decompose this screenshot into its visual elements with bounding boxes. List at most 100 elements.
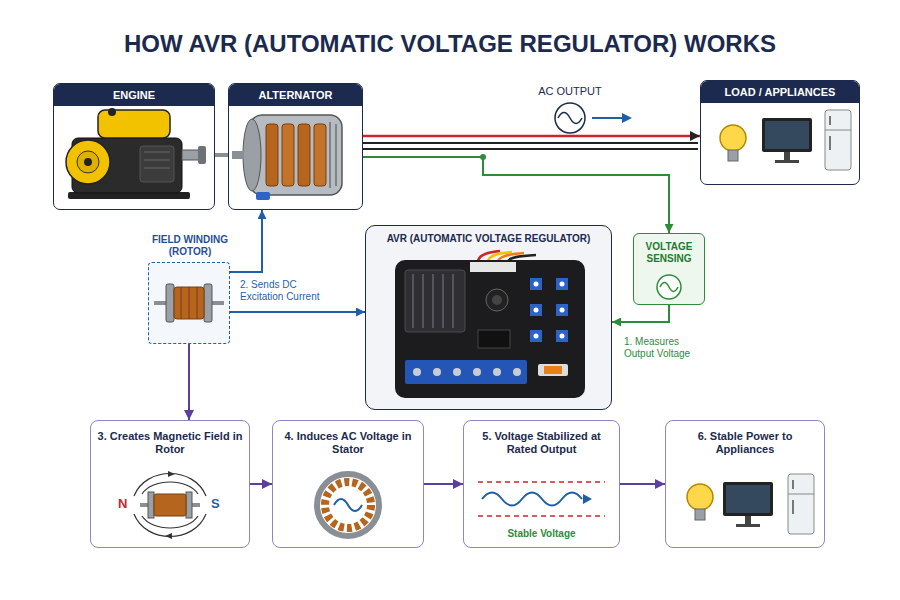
appliance-icons-part <box>765 121 809 149</box>
avr-board-illustration-part <box>493 368 501 376</box>
node-title: ENGINE <box>54 84 214 106</box>
avr-board-illustration-part <box>413 368 421 376</box>
avr-board-illustration <box>395 251 585 398</box>
appliance-icons-part <box>720 125 746 151</box>
alternator-illustration-part <box>250 115 342 195</box>
alternator-illustration-part <box>282 124 294 186</box>
stator-illustration-part <box>317 474 379 536</box>
appliance-icons-part <box>829 136 831 150</box>
connector-arrow <box>230 210 262 272</box>
component-box: ENGINE <box>53 83 215 210</box>
rotor-illustration-part <box>166 284 174 322</box>
alternator-illustration-part <box>266 124 278 186</box>
node-title: 4. Induces AC Voltage in Stator <box>273 430 423 456</box>
connector-arrow <box>215 153 228 157</box>
avr-board-illustration-part <box>478 330 510 348</box>
engine-illustration-part <box>198 146 206 164</box>
magnetic-field-illustration-part <box>154 494 186 516</box>
node-title: VOLTAGE SENSING <box>634 241 704 265</box>
avr-board-illustration-part <box>432 274 434 328</box>
appliance-icons-part <box>788 494 814 495</box>
node-title: FIELD WINDING (ROTOR) <box>137 234 243 258</box>
engine-illustration-part <box>182 150 200 160</box>
stable-voltage-graph-part <box>478 481 605 483</box>
magnetic-field-illustration-part <box>168 471 175 477</box>
node-title: AVR (AUTOMATIC VOLTAGE REGULATOR) <box>366 233 611 245</box>
appliance-icons-part <box>825 110 851 170</box>
engine-illustration <box>66 108 206 199</box>
rotor-illustration-part <box>181 287 182 319</box>
stable-voltage-graph-part <box>482 493 582 506</box>
alternator-illustration-part <box>298 124 310 186</box>
appliance-icons-part <box>728 150 738 161</box>
appliance-icons-part <box>825 130 851 131</box>
magnetic-field-illustration-part <box>165 533 172 539</box>
appliance-icons-part <box>775 160 799 163</box>
stable-voltage-graph-part <box>583 494 592 504</box>
stable-voltage-graph <box>478 482 605 516</box>
magnetic-field-illustration-part <box>134 474 206 497</box>
magnetic-field-illustration-part <box>134 514 206 537</box>
edge-label: 1. Measures Output Voltage <box>622 336 712 360</box>
avr-board-illustration-part <box>453 368 461 376</box>
box-fill <box>148 225 705 410</box>
avr-board-illustration-part <box>534 282 539 287</box>
avr-board-illustration-part <box>534 308 539 313</box>
appliance-icons-part <box>792 480 794 489</box>
avr-board-illustration-part <box>486 289 508 311</box>
node-title: 5. Voltage Stabilized at Rated Output <box>464 430 619 456</box>
sensing-symbol <box>657 275 681 299</box>
avr-board-illustration-part <box>538 364 568 376</box>
ac-source-symbol-part <box>592 117 624 119</box>
stator-illustration-part <box>330 487 366 523</box>
step-box: 4. Induces AC Voltage in Stator <box>272 420 424 548</box>
alternator-illustration-part <box>243 119 261 191</box>
appliance-icons-part <box>736 524 760 527</box>
magnetic-field-illustration-part <box>148 492 154 518</box>
pole-label: S <box>211 497 220 511</box>
avr-board-illustration-part <box>422 274 424 328</box>
avr-board-illustration-part <box>530 278 542 290</box>
avr-board-illustration-part <box>560 282 565 287</box>
appliance-icons-part <box>726 485 770 513</box>
alternator-illustration-part <box>232 151 244 159</box>
engine-illustration-part <box>66 140 110 184</box>
avr-board-illustration-part <box>556 278 568 290</box>
sensing-symbol-part <box>660 283 678 292</box>
output-wires-part <box>363 142 698 144</box>
appliance-icons <box>720 110 851 170</box>
connector-arrow <box>424 483 463 485</box>
appliance-icons-part <box>695 509 705 520</box>
box-fill-part <box>365 225 612 410</box>
avr-board-illustration-part <box>405 360 527 384</box>
node-title: LOAD / APPLIANCES <box>701 81 859 103</box>
avr-board-illustration-part <box>492 295 502 305</box>
component-box: ALTERNATOR <box>228 83 363 210</box>
stator-illustration <box>317 474 379 536</box>
avr-board-illustration-part <box>530 330 542 342</box>
appliance-icons-part <box>745 516 751 524</box>
alternator-illustration-part <box>256 192 270 200</box>
connector-arrow <box>188 344 190 420</box>
ac-source-symbol-part <box>622 113 632 123</box>
avr-board-illustration-part <box>395 260 585 398</box>
avr-box: AVR (AUTOMATIC VOLTAGE REGULATOR) <box>365 225 612 410</box>
magnetic-field-illustration-part <box>186 492 192 518</box>
step-box: 5. Voltage Stabilized at Rated OutputSta… <box>463 420 620 548</box>
node-title: 6. Stable Power to Appliances <box>666 430 824 456</box>
step-box: 3. Creates Magnetic Field in Rotor <box>90 420 250 548</box>
edge-label: 2. Sends DC Excitation Current <box>238 279 342 303</box>
avr-board-illustration-part <box>556 304 568 316</box>
avr-board-illustration-part <box>530 304 542 316</box>
avr-board-illustration-part <box>544 366 562 374</box>
rotor-illustration-part <box>189 287 190 319</box>
alternator-illustration-part <box>314 124 326 186</box>
ac-source-symbol <box>555 103 632 133</box>
appliance-icons-part <box>792 500 794 514</box>
engine-illustration-part <box>144 168 170 169</box>
engine-illustration-part <box>77 151 99 173</box>
appliance-icons-part <box>784 152 790 160</box>
avr-board-illustration-part <box>513 368 521 376</box>
appliance-icons-part <box>762 118 812 152</box>
